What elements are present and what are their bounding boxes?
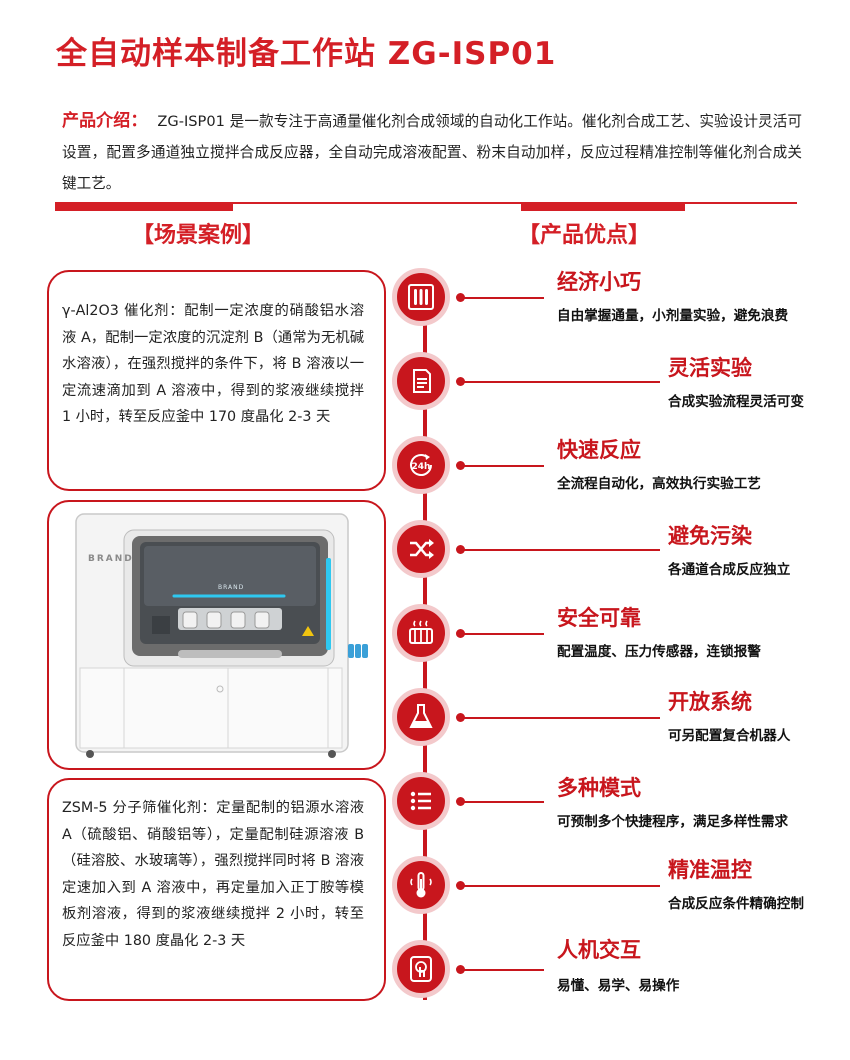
feature-node-3: 24h: [392, 436, 450, 494]
feature-dot-4: [456, 545, 465, 554]
flask-icon: [409, 704, 433, 728]
feature-dot-9: [456, 965, 465, 974]
intro-text: ZG-ISP01 是一款专注于高通量催化剂合成领域的自动化工作站。催化剂合成工艺…: [62, 113, 802, 192]
feature-title-1: 经济小巧: [557, 270, 641, 294]
divider-tab-left: [55, 202, 233, 211]
feature-connector-5: [464, 633, 544, 635]
feature-desc-8: 合成反应条件精确控制: [668, 896, 804, 912]
feature-title-3: 快速反应: [557, 438, 641, 462]
feature-desc-6: 可另配置复合机器人: [668, 728, 791, 744]
shuffle-icon: [410, 539, 434, 559]
case-box-alumina: [47, 270, 386, 491]
document-icon: [413, 369, 431, 393]
feature-connector-8: [464, 885, 660, 887]
feature-dot-3: [456, 461, 465, 470]
divider-rule: [55, 202, 797, 204]
feature-dot-6: [456, 713, 465, 722]
feature-desc-7: 可预制多个快捷程序，满足多样性需求: [557, 814, 789, 830]
list-icon: [410, 791, 431, 811]
case-text-alumina: γ-Al2O3 催化剂：配制一定浓度的硝酸铝水溶液 A，配制一定浓度的沉淀剂 B…: [62, 303, 364, 425]
touch-icon: [410, 956, 432, 982]
feature-dot-1: [456, 293, 465, 302]
feature-connector-3: [464, 465, 544, 467]
case-text-zsm5: ZSM-5 分子筛催化剂：定量配制的铝源水溶液 A（硫酸铝、硝酸铝等），定量配制…: [62, 800, 364, 949]
feature-desc-3: 全流程自动化，高效执行实验工艺: [557, 476, 761, 492]
feature-title-4: 避免污染: [668, 524, 752, 548]
feature-node-8: [392, 856, 450, 914]
feature-connector-2: [464, 381, 660, 383]
feature-connector-7: [464, 801, 544, 803]
machine-illustration: [75, 513, 368, 758]
cases-heading: 【场景案例】: [132, 223, 265, 248]
feature-node-6: [392, 688, 450, 746]
feature-dot-7: [456, 797, 465, 806]
feature-title-2: 灵活实验: [668, 356, 752, 380]
product-intro: 产品介绍：ZG-ISP01 是一款专注于高通量催化剂合成领域的自动化工作站。催化…: [62, 106, 802, 199]
feature-node-4: [392, 520, 450, 578]
feature-dot-2: [456, 377, 465, 386]
page-title: 全自动样本制备工作站 ZG-ISP01: [56, 36, 557, 72]
feature-desc-5: 配置温度、压力传感器，连锁报警: [557, 644, 761, 660]
feature-desc-4: 各通道合成反应独立: [668, 562, 791, 578]
intro-label: 产品介绍：: [62, 111, 148, 131]
feature-dot-8: [456, 881, 465, 890]
feature-connector-4: [464, 549, 660, 551]
feature-node-5: [392, 604, 450, 662]
feature-title-8: 精准温控: [668, 858, 752, 882]
feature-desc-1: 自由掌握通量，小剂量实验，避免浪费: [557, 308, 789, 324]
test-tubes-icon: [408, 284, 434, 310]
feature-dot-5: [456, 629, 465, 638]
feature-connector-6: [464, 717, 660, 719]
feature-connector-1: [464, 297, 544, 299]
svg-text:24h: 24h: [412, 462, 431, 472]
feature-desc-2: 合成实验流程灵活可变: [668, 394, 804, 410]
feature-title-6: 开放系统: [668, 690, 752, 714]
machine-window-brand: BRAND: [218, 584, 245, 591]
feature-node-9: [392, 940, 450, 998]
divider-tab-right: [521, 202, 685, 211]
feature-desc-9: 易懂、易学、易操作: [557, 978, 680, 994]
machine-brand-label: BRAND: [88, 554, 134, 564]
features-heading: 【产品优点】: [518, 223, 651, 248]
feature-node-1: [392, 268, 450, 326]
feature-node-2: [392, 352, 450, 410]
feature-title-7: 多种模式: [557, 776, 641, 800]
heater-icon: [409, 620, 433, 644]
feature-connector-9: [464, 969, 544, 971]
feature-title-9: 人机交互: [557, 938, 641, 962]
thermometer-icon: [410, 872, 432, 898]
24h-icon: 24h: [410, 454, 432, 476]
feature-title-5: 安全可靠: [557, 606, 641, 630]
feature-node-7: [392, 772, 450, 830]
case-box-zsm5: [47, 778, 386, 1001]
